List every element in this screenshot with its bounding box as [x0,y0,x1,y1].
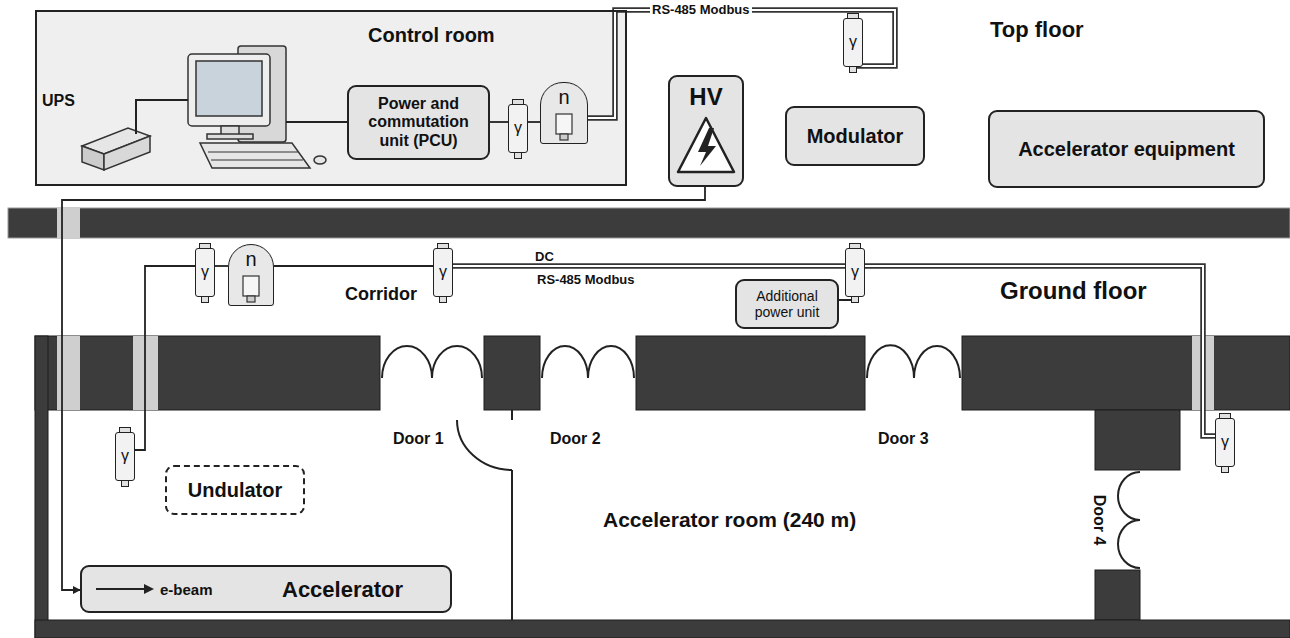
walls [35,336,1290,638]
node-text: γ [1221,433,1229,451]
wire-connector [528,122,540,123]
gamma-detector: γ [845,248,865,297]
wire-connector [490,122,508,123]
beam-arrow [96,584,154,594]
neutron-detector: n [228,244,274,306]
wire-path [215,265,228,267]
hv-ground [668,75,744,187]
wire-connector [135,266,195,450]
node-text: Modulator [801,125,910,148]
door-label: Door 3 [878,430,929,448]
name-text: Accelerator [282,577,403,602]
heading-text: Control room [368,24,495,47]
heading-text: e-beam [160,581,213,598]
wire-path [528,121,540,123]
node-text: γ [514,119,522,137]
room-outline: Control roomPower and commutation unit (… [35,10,627,186]
equipment-box: Accelerator equipment [988,110,1265,188]
gamma-detector: γ [115,432,135,481]
wire-connector [215,266,228,267]
power-unit-box: Additional power unit [735,279,839,329]
cable-core [588,10,895,118]
wire-path [274,265,433,267]
door-label: Door 2 [550,430,601,448]
area-label: Corridor [345,285,417,305]
bus-label: RS-485 Modbus [650,3,752,17]
hv-box: HV [668,75,744,187]
door-label: Door 4 [1090,495,1108,546]
neutron-detector-body [228,81,588,306]
accelerator-ground [80,565,452,613]
node-text: n [558,86,569,109]
cable-core [865,266,1215,436]
device-label: UPS [42,92,75,110]
gamma-detector: γ [508,104,528,153]
node-text: γ [121,447,129,465]
node-text: Accelerator equipment [1012,138,1241,161]
gamma-detector: γ [433,248,453,297]
process-box: Power and commutation unit (PCU) [347,85,490,160]
node-text: γ [439,263,447,281]
wire-connector [274,266,433,267]
gamma-detector: γ [1215,418,1235,467]
wire-path [490,121,508,123]
node-text: Additional power unit [737,288,837,320]
cable-outline [865,266,1215,436]
data-cable [286,121,347,123]
high-voltage-symbol [678,118,734,172]
accelerator-box: e-beam Accelerator [80,565,452,613]
node-text: γ [849,33,857,51]
neutron-detector: n [540,82,588,144]
floor-label: Top floor [990,18,1084,42]
floor-label: Ground floor [1000,278,1147,304]
cable-outline [588,10,895,118]
node-text: Undulator [182,479,288,502]
cable-connector [453,266,845,267]
wire-path [135,266,195,450]
power-cable [136,100,188,134]
cable-connector [865,266,1215,436]
doors [382,345,1140,620]
bus-label: RS-485 Modbus [535,273,637,287]
node-text: γ [201,263,209,281]
cable-outline [453,263,845,269]
signal-label: DC [535,250,554,264]
ups-icon [82,128,150,170]
gamma-detector: γ [195,248,215,297]
wall-penetration [57,336,1214,410]
cable-core [453,265,845,267]
node-text: n [245,248,256,271]
computer-icon [188,46,326,168]
control-room-ground [35,10,627,186]
area-label: Accelerator room (240 m) [603,508,856,531]
door-label: Door 1 [393,430,444,448]
gamma-detector: γ [843,18,863,67]
equipment-box: Modulator [785,106,925,166]
cable-connector [588,10,895,118]
node-text: HV [689,83,722,111]
node-text: γ [851,263,859,281]
undulator-box: Undulator [165,465,305,515]
node-text: Power and commutation unit (PCU) [349,95,488,150]
floor-slab [8,208,1290,238]
